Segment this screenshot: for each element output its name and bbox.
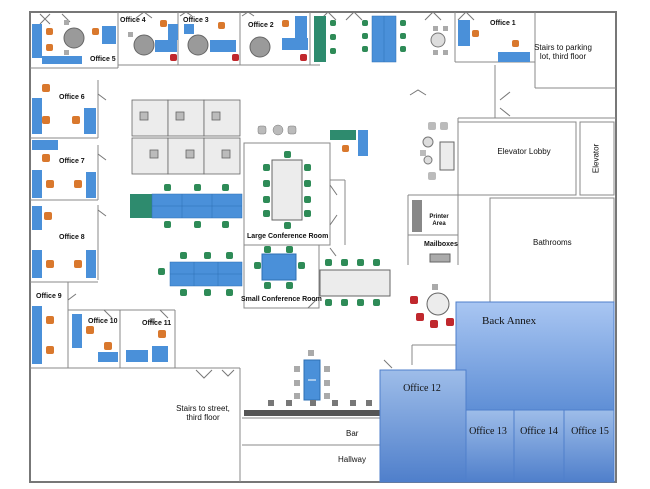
office-6-label: Office 6 [59,94,85,101]
bench-desk-upper [130,193,243,219]
bathrooms-label: Bathrooms [533,238,572,247]
round-table-red [410,284,454,328]
office-8-furniture [32,206,96,278]
office-7-furniture [32,140,96,198]
large-conference-label: Large Conference Room [247,233,329,240]
office-10-label: Office 10 [88,318,118,325]
mailboxes-label: Mailboxes [424,241,458,248]
office-9-label: Office 9 [36,293,62,300]
office-3-furniture [170,22,236,61]
office-2-label: Office 2 [248,22,274,29]
bottom-walls [242,417,380,446]
office-7-label: Office 7 [59,158,85,165]
office-1-label: Office 1 [490,20,516,27]
office-10-furniture [72,314,118,362]
conference-walls [243,142,346,309]
printer-area-label: Printer Area [429,214,449,227]
bar-counter [244,400,380,416]
door-swings [39,11,511,379]
small-conference-table [254,246,305,289]
office-5-furniture [32,20,116,64]
office-8-label: Office 8 [59,234,85,241]
large-conference-table [263,151,311,229]
outer-walls [29,11,617,483]
elevator-label: Elevator [591,143,601,174]
office-4-furniture [128,20,178,56]
small-conference-label: Small Conference Room [241,296,322,303]
office-2-furniture [232,16,308,61]
long-table [319,259,391,306]
office-11-label: Office 11 [142,320,172,327]
office-9-furniture [32,306,54,364]
left-office-walls [30,80,241,482]
lounge-chairs [257,124,297,136]
office-12-label: Office 12 [403,383,441,394]
bottom-table [294,350,330,401]
teal-cabinets [314,16,336,62]
office-15-label: Office 15 [571,426,609,437]
stairs-street-label: Stairs to street, third floor [176,404,230,422]
back-annex [379,301,615,483]
bench-chairs-upper [164,184,229,228]
office-11-furniture [126,318,168,362]
elevator-lobby-label: Elevator Lobby [497,147,551,156]
bench-chairs-lower [180,252,233,296]
hallway-label: Hallway [338,455,367,464]
printer-area-furniture [412,200,451,263]
office-4-label: Office 4 [120,17,146,24]
office-5-label: Office 5 [90,56,116,63]
office-13-label: Office 13 [469,426,507,437]
cubicle-cluster [131,99,241,175]
kitchen-area [420,122,455,180]
bench-desk-lower [158,261,243,287]
top-office-walls [30,12,616,118]
l-desk [330,130,368,156]
office-14-label: Office 14 [520,426,558,437]
office-6-furniture [32,84,96,134]
bar-label: Bar [346,429,359,438]
top-desk-cluster [362,15,406,63]
office-3-label: Office 3 [183,17,209,24]
back-annex-label: Back Annex [482,315,537,327]
stairs-parking-label: Stairs to parking lot, third floor [534,43,592,61]
office-1-furniture [430,20,530,62]
